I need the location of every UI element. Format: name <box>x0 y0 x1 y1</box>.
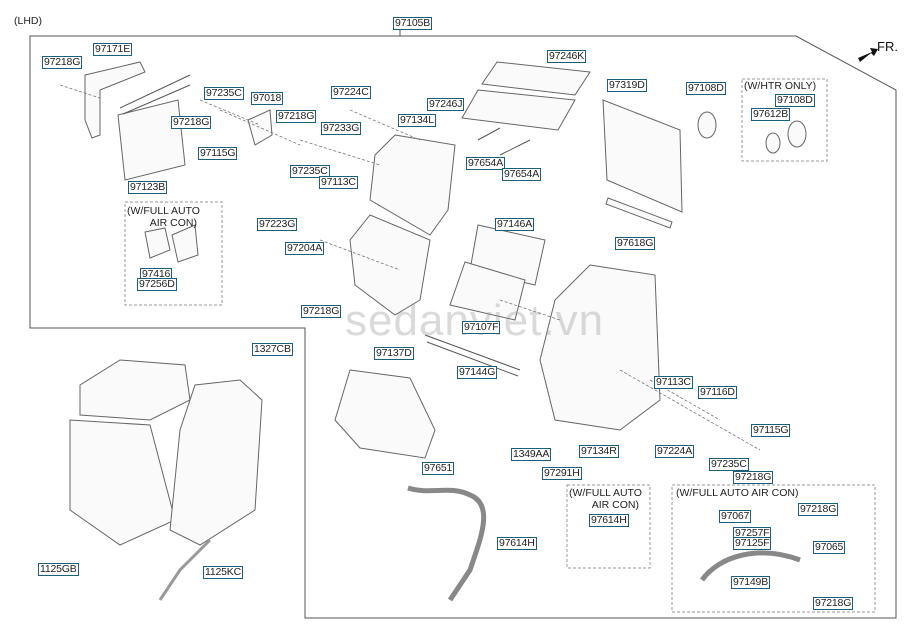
part-label[interactable]: 97218G <box>171 116 212 129</box>
full-auto-box-right <box>671 484 876 613</box>
part-label[interactable]: 97146A <box>495 218 535 231</box>
assembly-outline <box>29 35 897 619</box>
part-label[interactable]: 97144G <box>457 366 498 379</box>
upper-case-part <box>369 134 456 236</box>
part-label[interactable]: 97125F <box>733 537 772 550</box>
part-label[interactable]: 1125GB <box>38 563 79 576</box>
part-label[interactable]: 97654A <box>466 157 506 170</box>
part-label[interactable]: 97134L <box>398 114 436 127</box>
note-full-auto-right: (W/FULL AUTO AIR CON) <box>676 487 799 499</box>
part-label[interactable]: 97149B <box>731 576 771 589</box>
full-auto-box-mid <box>566 484 651 569</box>
actuator-part <box>144 227 171 259</box>
part-label[interactable]: 97218G <box>42 56 83 69</box>
grommet-large-part <box>787 120 807 148</box>
part-label[interactable]: 97113C <box>319 176 358 189</box>
part-label[interactable]: 97235C <box>709 458 749 471</box>
part-label[interactable]: 97319D <box>607 79 647 92</box>
heater-core-part <box>117 99 186 181</box>
part-label[interactable]: 97612B <box>751 108 791 121</box>
part-label[interactable]: 1349AA <box>511 448 552 461</box>
part-label[interactable]: 97067 <box>719 510 752 523</box>
note-full-auto-mid: (W/FULL AUTO AIR CON) <box>569 487 642 511</box>
part-label[interactable]: 97224C <box>331 86 371 99</box>
part-label[interactable]: 97123B <box>128 181 168 194</box>
part-label[interactable]: 97218G <box>798 503 839 516</box>
part-label[interactable]: 97171E <box>93 43 133 56</box>
part-label[interactable]: 97618G <box>615 237 656 250</box>
part-label[interactable]: 97235C <box>204 87 244 100</box>
front-arrow-icon <box>858 48 878 62</box>
actuator-gear-part <box>171 224 199 263</box>
part-label[interactable]: 97107F <box>462 321 501 334</box>
part-label[interactable]: 97018 <box>251 92 284 105</box>
part-label[interactable]: 1327CB <box>252 343 293 356</box>
part-label[interactable]: 97246J <box>427 98 465 111</box>
part-label[interactable]: 97116D <box>698 386 737 399</box>
part-label[interactable]: 97137D <box>374 347 414 360</box>
part-label[interactable]: 97291H <box>542 467 582 480</box>
part-label[interactable]: 97246K <box>547 50 587 63</box>
note-full-auto-left: (W/FULL AUTO AIR CON) <box>127 205 200 229</box>
part-label[interactable]: 97614H <box>497 537 537 550</box>
part-label[interactable]: 97614H <box>589 514 629 527</box>
grommet-part <box>697 111 717 139</box>
filter-frame-part <box>461 89 576 131</box>
left-case-part <box>349 214 431 316</box>
part-label[interactable]: 97235C <box>290 165 330 178</box>
part-label[interactable]: 97651 <box>422 462 455 475</box>
diagram-title: (LHD) <box>14 15 42 27</box>
part-label[interactable]: 97256D <box>137 278 177 291</box>
watermark: sedanviet.vn <box>345 296 604 346</box>
assembled-left-part <box>69 419 176 546</box>
part-label-assembly[interactable]: 97105B <box>393 17 433 30</box>
right-case-part <box>539 264 661 431</box>
mode-door-part <box>449 261 526 321</box>
part-label[interactable]: 97113C <box>654 376 693 389</box>
part-label[interactable]: 1125KC <box>203 566 243 579</box>
evaporator-part <box>602 99 683 213</box>
note-htr-only: (W/HTR ONLY) <box>744 80 817 92</box>
part-label[interactable]: 97223G <box>257 218 298 231</box>
part-label[interactable]: 97108D <box>775 94 815 107</box>
assembled-right-part <box>169 379 263 546</box>
part-label[interactable]: 97115G <box>198 147 238 160</box>
part-label[interactable]: 97065 <box>813 541 846 554</box>
filter-top-part <box>481 61 591 96</box>
part-label[interactable]: 97233G <box>321 122 362 135</box>
front-direction-label: FR. <box>877 39 898 54</box>
part-label[interactable]: 97218G <box>813 597 854 610</box>
assembled-top-part <box>79 359 191 421</box>
lower-cover-part <box>334 369 436 459</box>
part-label[interactable]: 97218G <box>733 471 774 484</box>
part-label[interactable]: 97204A <box>285 242 325 255</box>
pipe-cover-part <box>84 61 146 139</box>
htr-only-box <box>741 78 828 162</box>
part-label[interactable]: 97224A <box>655 445 695 458</box>
door-plate-part <box>247 109 273 146</box>
part-label[interactable]: 97108D <box>686 82 726 95</box>
part-label[interactable]: 97134R <box>579 445 619 458</box>
grommet-small-part <box>765 132 781 154</box>
part-label[interactable]: 97654A <box>502 168 542 181</box>
seal-part <box>605 197 673 229</box>
part-label[interactable]: 97218G <box>276 110 317 123</box>
part-label[interactable]: 97218G <box>301 305 342 318</box>
part-label[interactable]: 97115G <box>751 424 791 437</box>
